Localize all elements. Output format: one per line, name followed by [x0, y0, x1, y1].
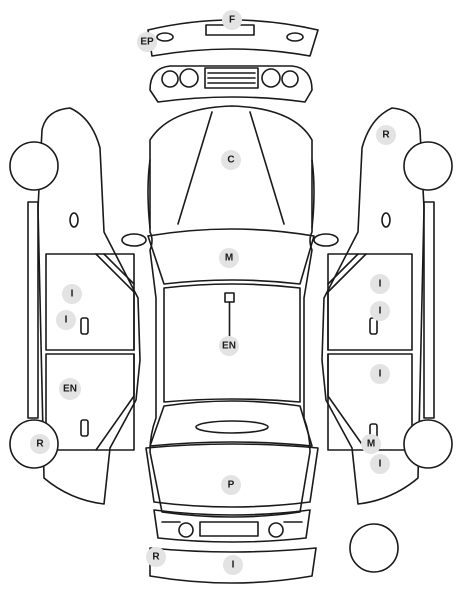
windshield[interactable]	[147, 228, 315, 285]
rear-window[interactable]	[149, 400, 313, 447]
rear-fascia[interactable]	[153, 509, 311, 543]
svg-text:C: C	[227, 155, 234, 166]
label-windshield: M	[219, 248, 239, 268]
rear-bumper[interactable]	[149, 547, 317, 584]
label-left-rear-door: EN	[59, 378, 81, 400]
label-rear-bumper: I	[223, 555, 243, 575]
roof[interactable]	[163, 283, 301, 403]
hood-lines	[147, 111, 315, 229]
label-front-left-marker: EP	[137, 32, 157, 52]
svg-text:I: I	[379, 369, 382, 380]
label-front-bumper: F	[222, 10, 242, 30]
left-side-doors[interactable]	[45, 253, 135, 451]
label-left-rear-wheel: R	[30, 434, 50, 454]
spare-wheel[interactable]	[349, 523, 399, 573]
label-hood: C	[221, 150, 241, 170]
svg-text:EN: EN	[63, 384, 77, 395]
svg-text:M: M	[225, 253, 233, 264]
label-left-front-door-upper: I	[62, 284, 82, 304]
front-grille[interactable]	[149, 65, 313, 103]
left-front-wheel[interactable]	[9, 141, 59, 191]
label-left-front-door-lower: I	[56, 310, 76, 330]
svg-text:I: I	[65, 315, 68, 326]
label-roof-engine: EN	[219, 336, 239, 356]
label-right-rear-lower: I	[370, 454, 390, 474]
label-right-rear-handle: M	[361, 434, 381, 454]
label-rear-bumper-side: R	[146, 547, 166, 567]
label-right-front-door-lower: I	[370, 301, 390, 321]
label-right-front-door-upper: I	[370, 274, 390, 294]
svg-text:F: F	[229, 15, 235, 26]
label-rear-window: P	[221, 475, 241, 495]
svg-text:I: I	[379, 459, 382, 470]
left-side-body[interactable]	[27, 107, 141, 505]
right-front-wheel[interactable]	[403, 141, 453, 191]
svg-text:M: M	[367, 439, 375, 450]
svg-text:P: P	[228, 480, 235, 491]
label-left-front-wheel: R	[376, 125, 396, 145]
svg-text:I: I	[379, 306, 382, 317]
svg-text:R: R	[382, 130, 390, 141]
svg-text:I: I	[379, 279, 382, 290]
svg-text:I: I	[232, 560, 235, 571]
right-side-body[interactable]	[321, 107, 435, 505]
svg-text:R: R	[36, 439, 44, 450]
trunk[interactable]	[145, 443, 319, 508]
right-rear-wheel[interactable]	[403, 419, 453, 469]
label-right-rear-door: I	[370, 364, 390, 384]
svg-text:I: I	[71, 289, 74, 300]
svg-text:R: R	[152, 552, 160, 563]
svg-text:EN: EN	[222, 341, 236, 352]
svg-text:EP: EP	[140, 37, 154, 48]
right-side-doors[interactable]	[327, 253, 413, 451]
